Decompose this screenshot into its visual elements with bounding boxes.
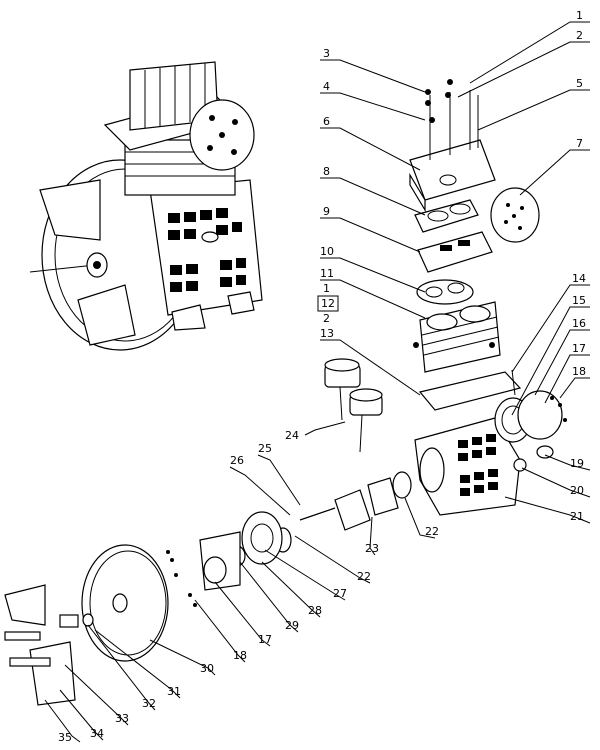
callout-label: 34: [90, 727, 104, 740]
callout-label: 18: [233, 649, 247, 662]
callout-label: 2: [576, 29, 583, 42]
callout-label: 15: [572, 294, 586, 307]
callout-label: 17: [572, 342, 586, 355]
callout-label: 27: [333, 587, 347, 600]
callout-label: 28: [308, 604, 322, 617]
leader-lines: [44, 21, 591, 743]
crankshaft-part: [274, 471, 412, 553]
pistons-part: [324, 358, 383, 453]
guard-brackets: [4, 584, 76, 706]
callout-label: 33: [115, 712, 129, 725]
callout-label: 11: [320, 267, 334, 280]
callout-label: 16: [572, 317, 586, 330]
callout-label: 24: [285, 429, 299, 442]
callout-label: 1: [576, 9, 583, 22]
callout-label: 1: [323, 282, 330, 295]
callout-label: 5: [576, 77, 583, 90]
callout-label: 30: [200, 662, 214, 675]
callout-label: 35: [58, 731, 72, 744]
callout-label: 9: [323, 205, 330, 218]
callout-label: 8: [323, 165, 330, 178]
callout-label: 3: [323, 47, 330, 60]
side-cover-part: [490, 187, 540, 243]
callout-label: 12: [321, 297, 335, 310]
callout-label: 13: [320, 327, 334, 340]
callout-label: 29: [285, 619, 299, 632]
bearing-cover-parts: [199, 511, 283, 591]
callout-label: 17: [258, 633, 272, 646]
crankcase-part: [414, 369, 563, 516]
cylinder-head-part: [409, 90, 496, 213]
callout-label: 20: [570, 484, 584, 497]
cylinder-block-part: [418, 301, 522, 411]
callout-label: 19: [570, 457, 584, 470]
callout-label: 7: [576, 137, 583, 150]
bolt-fasteners: [166, 79, 567, 607]
callout-label: 10: [320, 245, 334, 258]
callout-labels: 1 2 3 4 5 6 7 8 9 10 11 1 12 2 13 14 15 …: [58, 9, 586, 744]
callout-label: 4: [323, 80, 330, 93]
callout-label: 25: [258, 442, 272, 455]
callout-label: 14: [572, 272, 586, 285]
callout-label: 23: [365, 542, 379, 555]
valve-plate-gaskets: [414, 199, 493, 305]
pulley-part: [59, 544, 169, 662]
callout-label: 2: [323, 312, 330, 325]
crankcase-fins: [168, 208, 246, 292]
callout-label: 22: [425, 525, 439, 538]
callout-label: 22: [357, 570, 371, 583]
callout-label: 21: [570, 510, 584, 523]
assembled-compressor: [29, 61, 263, 351]
callout-label: 6: [323, 115, 330, 128]
callout-label: 31: [167, 685, 181, 698]
callout-label: 32: [142, 697, 156, 710]
callout-label: 26: [230, 454, 244, 467]
callout-label: 18: [572, 365, 586, 378]
